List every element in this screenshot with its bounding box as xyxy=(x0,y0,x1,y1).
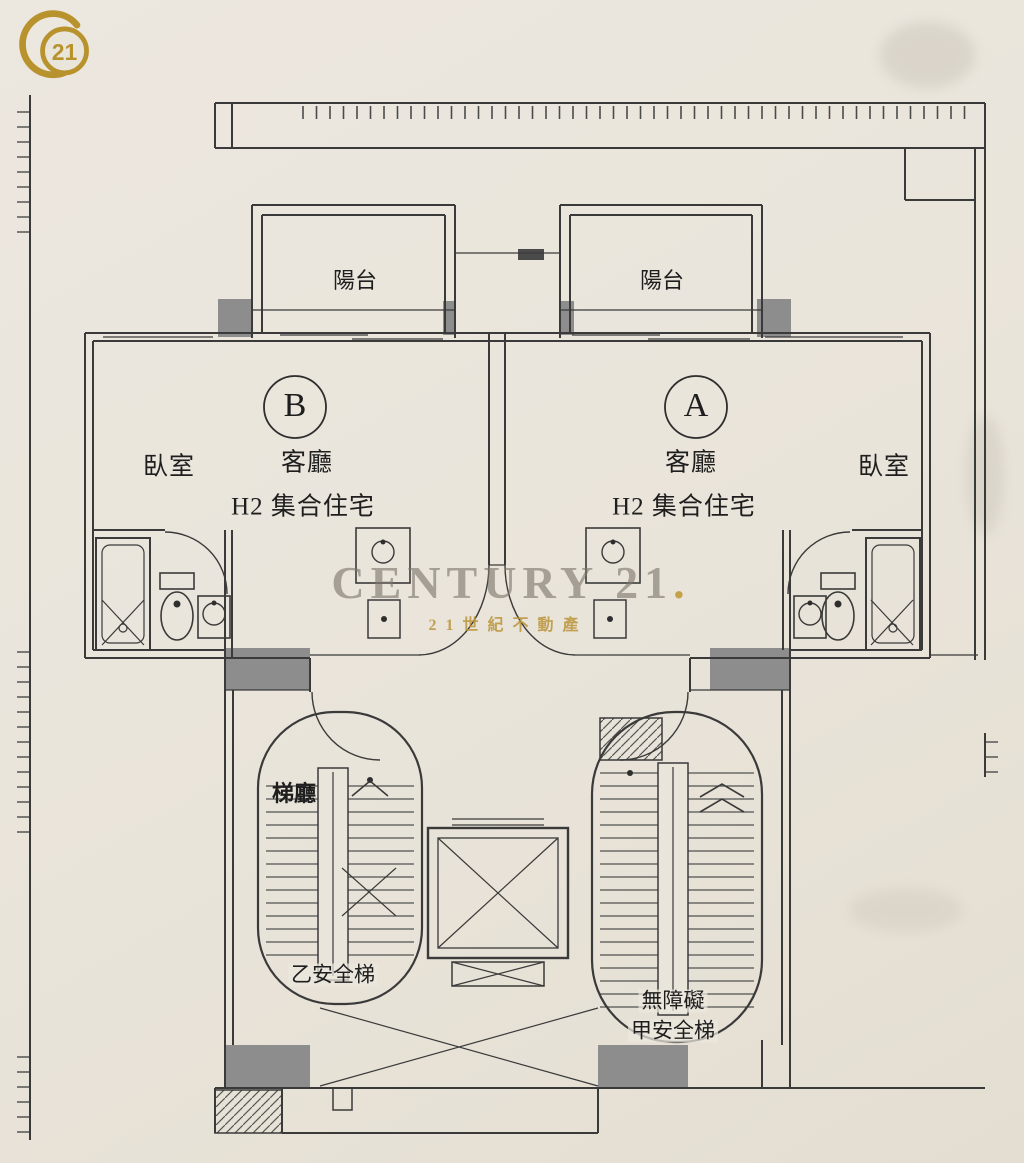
living-b-label: 客廳 xyxy=(280,449,334,477)
stair-hall-label: 梯廳 xyxy=(271,781,317,806)
toilet-tank xyxy=(820,572,856,590)
bathtub xyxy=(865,537,921,651)
unit-b-circle xyxy=(263,375,327,439)
sink xyxy=(793,595,827,639)
logo-number: 21 xyxy=(52,39,78,65)
living-a-label: 客廳 xyxy=(664,449,718,477)
type-b-label: H2 集合住宅 xyxy=(231,493,375,521)
kitchen-fixtures xyxy=(355,527,641,639)
walls-and-boundary xyxy=(29,95,986,1140)
century21-logo: 21 xyxy=(19,10,89,79)
bathroom-b-fixtures xyxy=(95,537,231,651)
balcony-a-label: 陽台 xyxy=(639,268,685,293)
bedroom-b-label: 臥室 xyxy=(142,453,196,481)
hatch-fills xyxy=(17,98,998,1140)
balcony-b-label: 陽台 xyxy=(332,268,378,293)
unit-b-letter: B xyxy=(283,387,307,424)
toilet xyxy=(160,591,194,641)
bathtub xyxy=(95,537,151,651)
accessible-label: 無障礙 xyxy=(638,989,708,1013)
stair-stringers xyxy=(317,762,689,1016)
unit-a-letter: A xyxy=(683,387,709,424)
stair-a-label: 甲安全梯 xyxy=(628,1019,718,1043)
toilet xyxy=(821,591,855,641)
bedroom-a-label: 臥室 xyxy=(857,453,911,481)
sink xyxy=(197,595,231,639)
door-swing-arcs xyxy=(164,531,851,761)
cross-marks xyxy=(101,599,914,1087)
type-a-label: H2 集合住宅 xyxy=(612,493,756,521)
stair-b-label: 乙安全梯 xyxy=(288,963,378,987)
bottom-wall-stub xyxy=(332,1087,353,1111)
logo-circle xyxy=(40,26,89,76)
interior-lines xyxy=(103,252,978,826)
unit-id-circles xyxy=(263,375,728,439)
bathroom-a-fixtures xyxy=(793,537,921,651)
elevator-shaft xyxy=(426,826,570,987)
unit-a-circle xyxy=(664,375,728,439)
toilet-tank xyxy=(159,572,195,590)
balcony-walls xyxy=(251,204,763,338)
stair-direction-arrows xyxy=(351,779,745,813)
stair-b-enclosure xyxy=(256,710,424,1006)
